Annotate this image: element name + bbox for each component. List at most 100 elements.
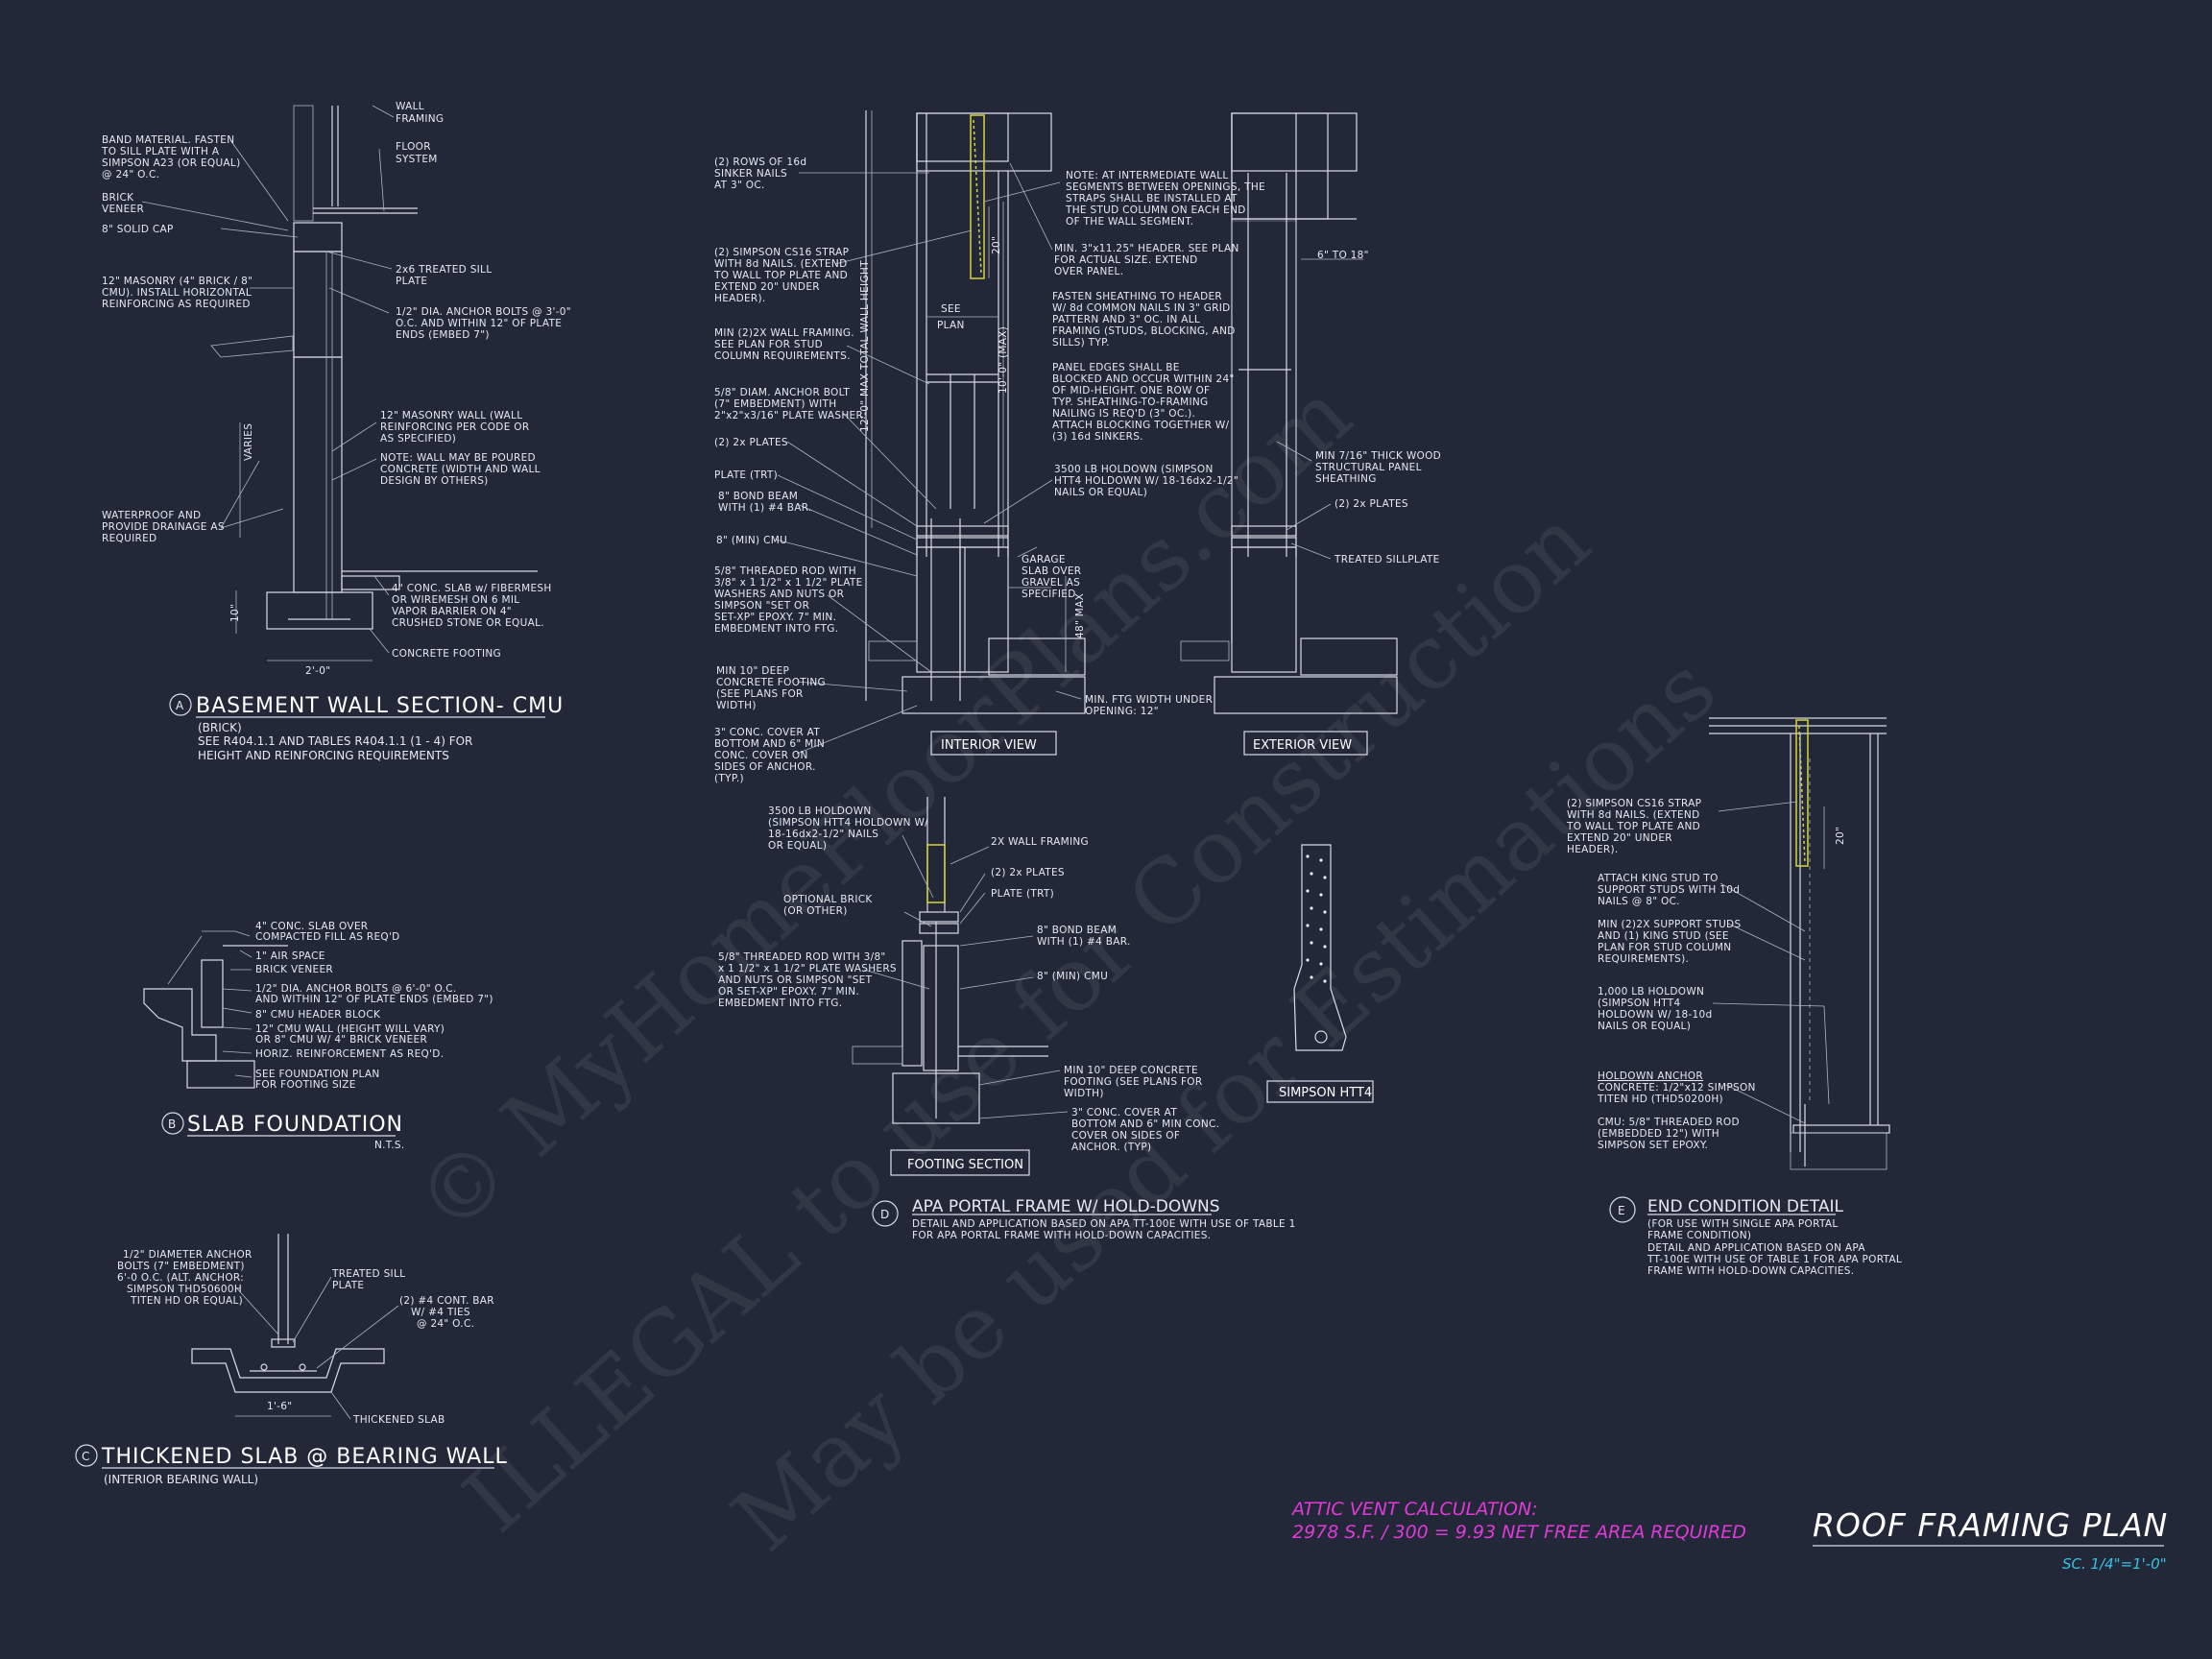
d-l5: (2) 2x PLATES: [714, 437, 788, 448]
note-slab: 4" CONC. SLAB w/ FIBERMESH: [392, 583, 552, 594]
d-r3d: FRAMING (STUDS, BLOCKING, AND: [1052, 325, 1236, 337]
d-max12: 12'-0" MAX TOTAL WALL HEIGHT: [859, 260, 871, 432]
d-l4c: 2"x2"x3/16" PLATE WASHER.: [714, 410, 866, 421]
d-r6d: SPECIFIED: [1022, 589, 1076, 600]
note-wall-framing: WALL: [396, 101, 424, 112]
c-dim: 1'-6": [267, 1401, 292, 1412]
d-l10c: (SEE PLANS FOR: [716, 688, 804, 700]
d-l9d: SIMPSON "SET OR: [714, 600, 809, 612]
detail-e-end-condition: 20" (2) SIMPSON CS16 STRAP WITH 8d NAILS…: [1566, 717, 1902, 1277]
detail-a-letter: A: [176, 699, 184, 712]
d-r3b: W/ 8d COMMON NAILS IN 3" GRID: [1052, 302, 1231, 314]
b-note-6: 12" CMU WALL (HEIGHT WILL VARY): [255, 1023, 445, 1035]
d-r7b: OPENING: 12": [1085, 706, 1159, 717]
note-anchor: 1/2" DIA. ANCHOR BOLTS @ 3'-0": [396, 306, 571, 318]
note-masonry-2: CMU). INSTALL HORIZONTAL: [102, 287, 252, 299]
note-poured-3: DESIGN BY OTHERS): [380, 475, 489, 487]
d-max10: 10'-0" (MAX): [998, 326, 1009, 394]
e-n4b: (SIMPSON HTT4: [1598, 998, 1681, 1009]
e-n1b: WITH 8d NAILS. (EXTEND: [1567, 809, 1699, 821]
watermark: © MyHomeFloorPlans.com ILLEGAL to use fo…: [397, 363, 1735, 1571]
d-f3e: EMBEDMENT INTO FTG.: [718, 998, 842, 1009]
d-l9c: WASHERS AND NUTS OR: [714, 589, 844, 600]
d-f7b: WITH (1) #4 BAR.: [1037, 936, 1131, 948]
d-r4g: (3) 16d SINKERS.: [1052, 431, 1143, 443]
d-f10d: ANCHOR. (TYP): [1071, 1142, 1151, 1153]
d-f1: 3500 LB HOLDOWN: [768, 805, 872, 817]
d-l11e: (TYP.): [714, 773, 744, 784]
footing-section-label: FOOTING SECTION: [907, 1158, 1023, 1172]
d-f4: 2X WALL FRAMING: [991, 836, 1089, 848]
e-n5c: TITEN HD (THD50200H): [1597, 1094, 1723, 1105]
e-n4: 1,000 LB HOLDOWN: [1598, 986, 1704, 998]
e-n1: (2) SIMPSON CS16 STRAP: [1567, 798, 1701, 809]
d-l11d: SIDES OF ANCHOR.: [714, 761, 816, 773]
d-l2: (2) SIMPSON CS16 STRAP: [714, 247, 849, 258]
note-band: BAND MATERIAL. FASTEN: [102, 134, 234, 146]
d-f3b: x 1 1/2" x 1 1/2" PLATE WASHERS: [718, 963, 897, 974]
d-e2: (2) 2x PLATES: [1334, 498, 1408, 510]
d-r3: FASTEN SHEATHING TO HEADER: [1052, 291, 1222, 302]
note-waterproof: WATERPROOF AND: [102, 510, 201, 521]
d-f9c: WIDTH): [1064, 1088, 1104, 1099]
d-e1: MIN 7/16" THICK WOOD: [1315, 450, 1441, 462]
c-note-4: THICKENED SLAB: [352, 1414, 445, 1426]
note-mwall: 12" MASONRY WALL (WALL: [380, 410, 522, 421]
detail-c-letter: C: [82, 1450, 89, 1463]
d-l3c: COLUMN REQUIREMENTS.: [714, 350, 851, 362]
b-note-4b: AND WITHIN 12" OF PLATE ENDS (EMBED 7"): [255, 994, 493, 1005]
d-r6b: SLAB OVER: [1022, 565, 1081, 577]
d-r4b: BLOCKED AND OCCUR WITHIN 24": [1052, 373, 1235, 385]
d-e1b: STRUCTURAL PANEL: [1315, 462, 1422, 473]
d-l4: 5/8" DIAM. ANCHOR BOLT: [714, 387, 850, 398]
d-r6c: GRAVEL AS: [1022, 577, 1080, 589]
e-n2b: SUPPORT STUDS WITH 10d: [1598, 884, 1740, 896]
d-l2c: TO WALL TOP PLATE AND: [713, 270, 848, 281]
e-n1d: EXTEND 20" UNDER: [1567, 832, 1672, 844]
d-l7: 8" BOND BEAM: [718, 491, 798, 502]
d-r5c: NAILS OR EQUAL): [1054, 487, 1147, 498]
b-note-1: 4" CONC. SLAB OVER: [255, 921, 368, 932]
b-note-4: 1/2" DIA. ANCHOR BOLTS @ 6'-0" O.C.: [255, 983, 457, 995]
d-f3c: AND NUTS OR SIMPSON "SET: [718, 974, 873, 986]
d-l1c: AT 3" OC.: [714, 180, 765, 191]
d-f8: 8" (MIN) CMU: [1037, 971, 1108, 982]
note-band-4: @ 24" O.C.: [102, 169, 159, 180]
d-f7: 8" BOND BEAM: [1037, 925, 1117, 936]
d-f9: MIN 10" DEEP CONCRETE: [1064, 1065, 1198, 1076]
d-f6: PLATE (TRT): [991, 888, 1054, 900]
d-l10: MIN 10" DEEP: [716, 665, 789, 677]
d-r2: MIN. 3"x11.25" HEADER. SEE PLAN: [1054, 243, 1239, 254]
d-f1b: (SIMPSON HTT4 HOLDOWN W/: [768, 817, 928, 829]
interior-view-label: INTERIOR VIEW: [941, 738, 1037, 753]
e-n2: ATTACH KING STUD TO: [1598, 873, 1719, 884]
detail-a-sub1: (BRICK): [198, 721, 242, 734]
d-l8: 8" (MIN) CMU: [716, 535, 787, 546]
note-cap: 8" SOLID CAP: [102, 224, 174, 235]
d-max48: 48" MAX: [1074, 593, 1086, 638]
b-note-3: BRICK VENEER: [255, 964, 333, 975]
d-r4: PANEL EDGES SHALL BE: [1052, 362, 1180, 373]
c-note-1b: BOLTS (7" EMBEDMENT): [117, 1261, 245, 1272]
sheet-title: ROOF FRAMING PLAN: [1813, 1506, 2168, 1544]
d-l6: PLATE (TRT): [714, 469, 778, 481]
d-e1c: SHEATHING: [1315, 473, 1377, 485]
d-l9: 5/8" THREADED ROD WITH: [714, 565, 856, 577]
d-f3d: OR SET-XP" EPOXY. 7" MIN.: [718, 986, 859, 998]
detail-b-nts: N.T.S.: [374, 1140, 405, 1151]
d-l3b: SEE PLAN FOR STUD: [714, 339, 823, 350]
d-l11b: BOTTOM AND 6" MIN: [714, 738, 825, 750]
b-note-5: 8" CMU HEADER BLOCK: [255, 1009, 381, 1021]
d-r5: 3500 LB HOLDOWN (SIMPSON: [1054, 464, 1214, 475]
d-l2e: HEADER).: [714, 293, 766, 304]
d-r3c: PATTERN AND 3" OC. IN ALL: [1052, 314, 1200, 325]
note-slab-4: CRUSHED STONE OR EQUAL.: [392, 617, 544, 629]
simpson-label: SIMPSON HTT4: [1279, 1086, 1372, 1100]
d-f10b: BOTTOM AND 6" MIN CONC.: [1071, 1118, 1219, 1130]
d-r4e: NAILING IS REQ'D (3" OC.).: [1052, 408, 1195, 420]
b-note-8b: FOR FOOTING SIZE: [255, 1079, 356, 1091]
note-slab-3: VAPOR BARRIER ON 4": [392, 606, 512, 617]
d-l9b: 3/8" x 1 1/2" x 1 1/2" PLATE: [714, 577, 863, 589]
note-mwall-3: AS SPECIFIED): [380, 433, 456, 445]
